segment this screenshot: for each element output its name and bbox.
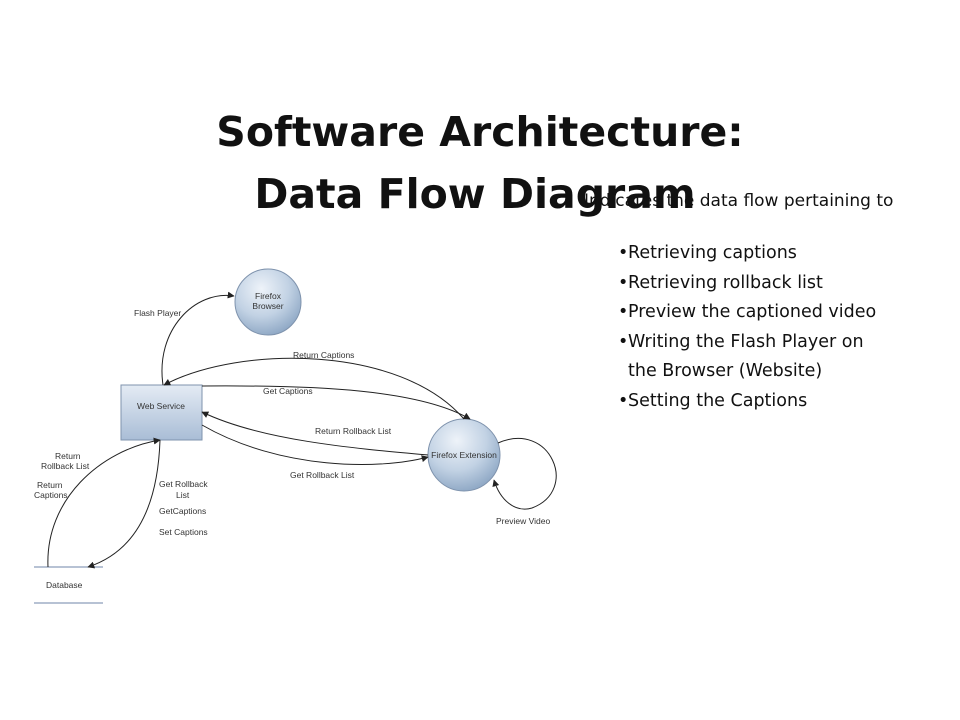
label-get-captions: Get Captions [263, 386, 313, 396]
bullet-dot-icon: • [618, 243, 629, 263]
bullet-text: Retrieving captions [628, 243, 797, 263]
arrow-get-captions [201, 385, 471, 420]
label-return-rollback-list-left-1: Return [55, 451, 81, 461]
label-get-rollback-list: Get Rollback List [290, 470, 355, 480]
label-set-captions-db: Set Captions [159, 527, 208, 537]
slide-title-line-1: Software Architecture: [216, 108, 744, 156]
label-return-rollback-list-left-2: Rollback List [41, 461, 90, 471]
label-get-rollback-list-db-2: List [176, 490, 190, 500]
bullet-item: •Retrieving rollback list [618, 269, 876, 299]
node-database: Database [34, 566, 103, 604]
bullet-text: Writing the Flash Player on [628, 331, 864, 352]
bullet-continuation-text: the Browser (Website) [628, 361, 823, 381]
bullet-text: Setting the Captions [628, 390, 808, 411]
bullet-list: •Retrieving captions •Retrieving rollbac… [618, 239, 876, 416]
bullet-dot-icon: • [618, 390, 629, 411]
label-flash-player: Flash Player [134, 308, 181, 318]
node-web-service: Web Service [120, 384, 203, 441]
node-firefox-extension: Firefox Extension [427, 418, 501, 492]
node-firefox-extension-label: Firefox Extension [431, 450, 497, 460]
arrow-web-service-to-database [87, 439, 161, 569]
bullet-dot-icon: • [618, 331, 629, 352]
node-firefox-browser: Firefox Browser [234, 268, 302, 336]
label-return-rollback-list: Return Rollback List [315, 426, 392, 436]
bullet-dot-icon: • [618, 302, 629, 322]
bullet-item: •Writing the Flash Player on [618, 328, 876, 358]
label-return-captions: Return Captions [293, 350, 354, 360]
bullet-dot-icon: • [618, 272, 629, 293]
arrow-return-captions [163, 357, 465, 420]
node-database-label: Database [46, 580, 83, 590]
node-web-service-label: Web Service [137, 401, 185, 411]
arrow-return-rollback-list [201, 411, 429, 456]
label-return-captions-left-1: Return [37, 480, 63, 490]
arrow-preview-video [492, 437, 557, 510]
bullet-text: Retrieving rollback list [628, 272, 823, 293]
bullet-item: •Preview the captioned video [618, 298, 876, 328]
arrow-get-rollback-list [201, 424, 429, 465]
label-preview-video: Preview Video [496, 516, 550, 526]
label-return-captions-left-2: Captions [34, 490, 68, 500]
bullet-item: •Retrieving captions [618, 239, 876, 269]
bullet-item-continuation: the Browser (Website) [618, 357, 876, 387]
slide-title-line-2: Data Flow Diagram [254, 170, 696, 218]
arrow-database-to-web-service [47, 437, 161, 568]
label-get-captions-db: GetCaptions [159, 506, 206, 516]
node-firefox-browser-label-2: Browser [252, 301, 283, 311]
node-firefox-browser-label-1: Firefox [255, 291, 282, 301]
intro-text: Indicates the data flow pertaining to [584, 191, 894, 211]
bullet-item: •Setting the Captions [618, 387, 876, 417]
bullet-text: Preview the captioned video [628, 302, 877, 322]
arrow-flash-player [161, 291, 235, 386]
label-get-rollback-list-db-1: Get Rollback [159, 479, 208, 489]
